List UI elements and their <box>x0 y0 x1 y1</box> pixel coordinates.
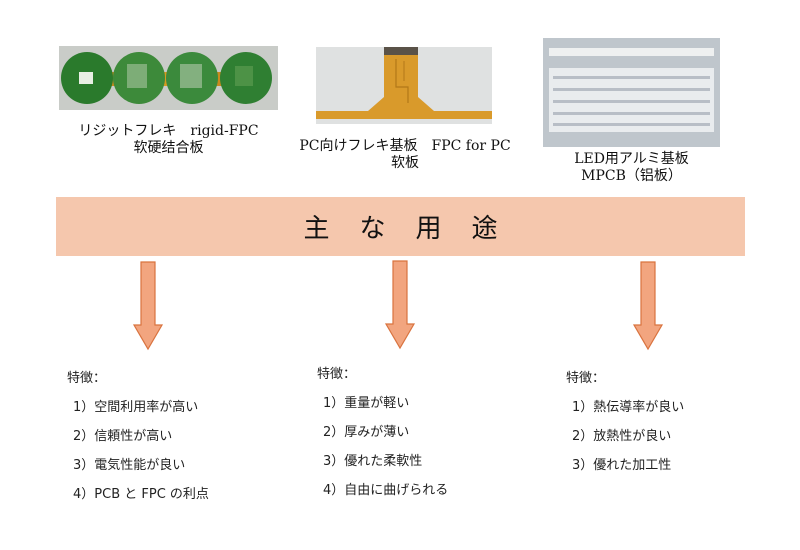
product-caption-rigid-flex: リジットフレキ rigid-FPC 软硬结合板 <box>59 123 278 157</box>
feature-item: 2）放熱性が良い <box>572 429 672 444</box>
feature-item: 1）重量が軽い <box>323 396 410 411</box>
main-uses-banner: 主な用途 <box>56 197 745 256</box>
features-fpc: 特徴： 1）重量が軽い 2）厚みが薄い 3）優れた柔軟性 4）自由に曲げられる <box>317 360 448 505</box>
feature-item: 4）自由に曲げられる <box>323 483 449 498</box>
features-aluminum: 特徴： 1）熱伝導率が良い 2）放熱性が良い 3）優れた加工性 <box>566 364 684 480</box>
product-caption-aluminum: LED用アルミ基板 MPCB（铝板） <box>543 151 720 185</box>
features-heading: 特徴： <box>566 371 606 386</box>
feature-item: 3）優れた柔軟性 <box>323 454 423 469</box>
fpc-photo <box>316 47 492 124</box>
feature-item: 1）空間利用率が高い <box>73 400 199 415</box>
down-arrow-icon <box>132 261 164 351</box>
feature-item: 2）厚みが薄い <box>323 425 410 440</box>
down-arrow-icon <box>632 261 664 351</box>
banner-title: 主な用途 <box>303 214 528 244</box>
caption-line-2: 软板 <box>391 155 419 171</box>
features-heading: 特徴： <box>67 371 107 386</box>
feature-item: 3）電気性能が良い <box>73 458 186 473</box>
features-rigid-flex: 特徴： 1）空間利用率が高い 2）信頼性が高い 3）電気性能が良い 4）PCB … <box>67 364 209 509</box>
features-heading: 特徴： <box>317 367 357 382</box>
feature-item: 2）信頼性が高い <box>73 429 173 444</box>
caption-line-1: PC向けフレキ基板 FPC for PC <box>299 138 511 154</box>
caption-line-1: LED用アルミ基板 <box>574 151 689 167</box>
aluminum-pcb-photo <box>543 38 720 147</box>
rigid-flex-pcb-photo <box>59 46 278 110</box>
caption-line-1: リジットフレキ rigid-FPC <box>78 123 259 139</box>
feature-item: 4）PCB と FPC の利点 <box>73 487 209 502</box>
down-arrow-icon <box>384 260 416 350</box>
product-caption-fpc: PC向けフレキ基板 FPC for PC 软板 <box>280 138 530 172</box>
feature-item: 3）優れた加工性 <box>572 458 672 473</box>
caption-line-2: MPCB（铝板） <box>581 168 682 184</box>
feature-item: 1）熱伝導率が良い <box>572 400 685 415</box>
caption-line-2: 软硬结合板 <box>133 140 204 156</box>
